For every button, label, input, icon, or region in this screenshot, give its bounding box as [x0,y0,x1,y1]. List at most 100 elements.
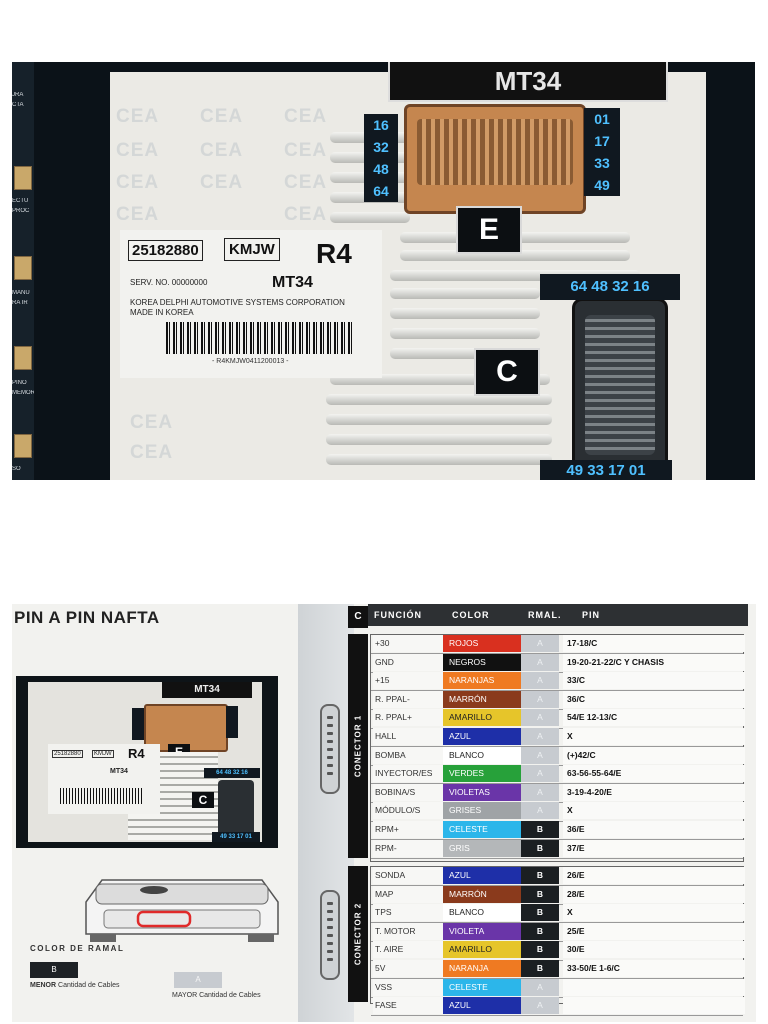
cell-rmal: B [521,960,559,977]
folder-icon[interactable] [14,166,32,190]
cell-funcion: RPM- [373,839,443,857]
barcode [166,322,352,354]
watermark: CEA [284,204,328,225]
header-rmal: RMAL. [528,610,562,620]
part-code: KMJW [224,238,280,261]
cell-funcion: R. PPAL+ [373,709,443,727]
watermark: CEA [200,172,244,193]
cell-pin: 36/E [563,821,745,838]
pin-number: 32 [373,139,389,155]
cell-pin: 28/E [563,885,745,903]
pin-number: 16 [373,117,389,133]
cell-rmal: A [521,997,559,1015]
cell-funcion: HALL [373,728,443,745]
connector-e-letter: E [456,206,522,254]
pin-number: 33 [594,155,610,171]
desktop-label: PROC [12,208,30,214]
pin-number: 49 [594,177,610,193]
cell-color: MARRÓN [443,690,521,708]
mini-ecu-photo: MT34 E 64 48 32 16 C 49 33 17 01 2518288… [16,676,278,848]
cell-color: CELESTE [443,978,521,996]
folder-icon[interactable] [14,256,32,280]
cell-funcion: BOMBA [373,746,443,764]
cell-pin: 33-50/E 1-6/C [563,960,745,977]
cell-funcion: GND [373,653,443,671]
connector-c-letter: C [474,348,540,396]
pinout-photo-bottom: PIN A PIN NAFTA MT34 E 64 48 32 16 C 49 … [12,604,756,1022]
connector-e-pins [417,119,573,185]
cell-color: ROJOS [443,635,521,652]
cell-color: VIOLETA [443,922,521,940]
cell-rmal: A [521,746,559,764]
pin-number: 64 [373,183,389,199]
cell-funcion: FASE [373,997,443,1015]
desktop-label: SO [12,466,21,472]
cell-pin: 19-20-21-22/C Y CHASIS [563,653,745,671]
cell-pin: 63-56-55-64/E [563,765,745,783]
db25-connector-1-icon [320,704,340,794]
pin-number: 01 [594,111,610,127]
watermark: CEA [284,140,328,161]
mini-connector-c-letter: C [192,792,214,808]
mini-revision: R4 [128,746,145,761]
service-number: SERV. NO. 00000000 [130,278,208,287]
watermark: CEA [116,106,160,127]
desktop-label: RA IR [12,300,28,306]
cell-funcion: T. AIRE [373,941,443,959]
cell-color: NEGROS [443,653,521,671]
watermark: CEA [130,442,174,463]
watermark: CEA [116,140,160,161]
folder-icon[interactable] [14,346,32,370]
cell-color: NARANJAS [443,672,521,690]
cell-funcion: MÓDULO/S [373,802,443,820]
cell-rmal: A [521,978,559,996]
ramal-mayor-text: MAYOR Cantidad de Cables [172,992,261,999]
connector-e-left-pin-numbers: 16 32 48 64 [364,114,398,202]
desktop-label: ECTU [12,198,29,204]
watermark: CEA [200,106,244,127]
cell-funcion: RPM+ [373,821,443,838]
cell-funcion: +15 [373,672,443,690]
watermark: CEA [116,172,160,193]
desktop-label: JRA [12,92,24,98]
cell-rmal: A [521,672,559,690]
conector-1-label: CONECTOR 1 [348,634,368,858]
cell-pin: 3-19-4-20/E [563,783,745,801]
ramal-b-swatch: B [30,962,78,978]
folder-icon[interactable] [14,434,32,458]
conector-2-label: CONECTOR 2 [348,866,368,1002]
cell-rmal: B [521,904,559,922]
header-color: COLOR [452,610,490,620]
db25-connector-2-icon [320,890,340,980]
connector-c-bottom-pin-numbers: 49 33 17 01 [540,460,672,480]
cell-funcion: R. PPAL- [373,690,443,708]
mini-connector-c [218,780,254,838]
cell-rmal: A [521,765,559,783]
ramal-menor-rest: Cantidad de Cables [56,982,120,989]
cell-pin: X [563,728,745,745]
desktop-label: CTA [12,102,24,108]
cell-color: AZUL [443,867,521,884]
watermark: CEA [200,140,244,161]
cell-funcion: 5V [373,960,443,977]
ramal-a-swatch: A [174,972,222,988]
cell-color: VERDES [443,765,521,783]
mini-pin-numbers [132,708,144,740]
cell-rmal: A [521,690,559,708]
cell-rmal: B [521,821,559,838]
cell-funcion: MAP [373,885,443,903]
mini-label: 25182880 KMJW R4 MT34 [48,744,160,814]
cell-color: VIOLETAS [443,783,521,801]
cell-rmal: B [521,839,559,857]
cell-pin: X [563,802,745,820]
header-funcion: FUNCIÓN [374,610,422,620]
table-header [368,604,748,626]
cell-color: GRIS [443,839,521,857]
cell-pin: 25/E [563,922,745,940]
